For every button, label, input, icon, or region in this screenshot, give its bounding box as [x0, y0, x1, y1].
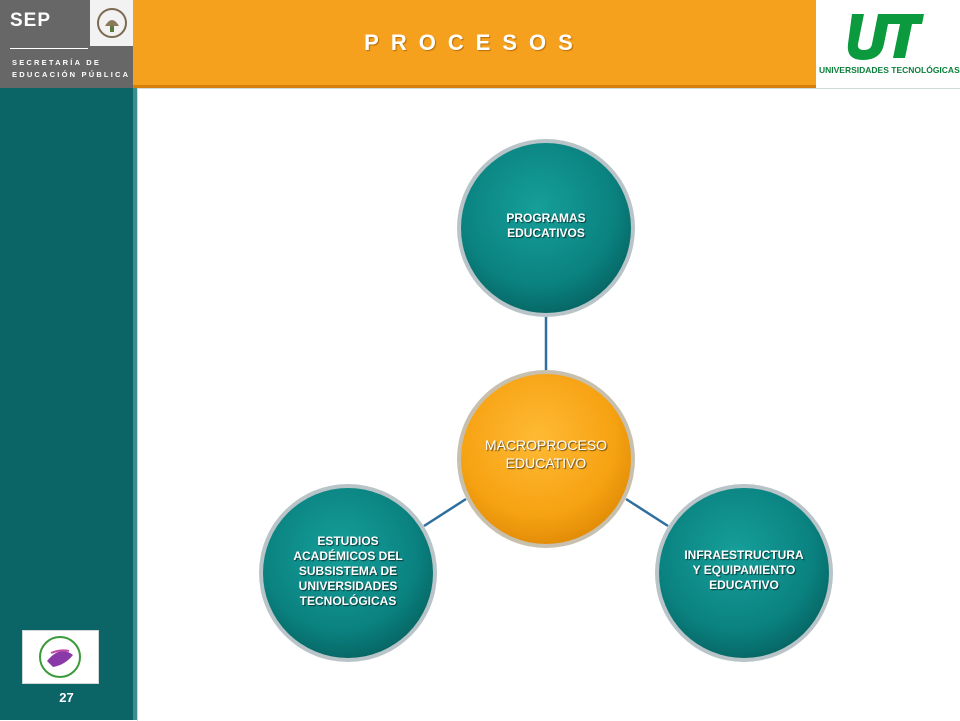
right-node-label-line2: Y EQUIPAMIENTO	[692, 563, 796, 577]
page-number: 27	[59, 690, 74, 705]
content-area: PROGRAMAS EDUCATIVOS MACROPROCESO EDUCAT…	[137, 88, 960, 721]
left-node-label-line5: TECNOLÓGICAS	[299, 594, 397, 608]
mexican-coat-of-arms-icon	[90, 0, 133, 46]
sep-subtitle-line1: SECRETARÍA DE	[12, 58, 102, 67]
right-node	[659, 488, 829, 658]
process-diagram	[259, 139, 833, 662]
top-node	[461, 143, 631, 313]
top-node-label-line1: PROGRAMAS	[506, 211, 586, 225]
right-node-label: INFRAESTRUCTURA Y EQUIPAMIENTO EDUCATIVO	[664, 548, 824, 593]
connector-right	[625, 497, 669, 528]
ut-caption: UNIVERSIDADES TECNOLÓGICAS	[819, 65, 960, 75]
sidebar	[0, 88, 133, 720]
institution-badge-icon	[22, 630, 99, 684]
page-title: PROCESOS	[364, 30, 585, 55]
center-node-label: MACROPROCESO EDUCATIVO	[456, 437, 636, 472]
sep-subtitle-line2: EDUCACIÓN PÚBLICA	[12, 70, 131, 79]
left-node-label-line1: ESTUDIOS	[317, 534, 379, 548]
center-node	[461, 374, 631, 544]
right-node-label-line1: INFRAESTRUCTURA	[684, 548, 804, 562]
top-node-label-line2: EDUCATIVOS	[507, 226, 585, 240]
top-node-label: PROGRAMAS EDUCATIVOS	[466, 211, 626, 241]
title-bar: PROCESOS	[133, 0, 816, 88]
sidebar-divider	[133, 88, 137, 720]
right-node-label-line3: EDUCATIVO	[709, 578, 779, 592]
left-node-label-line4: UNIVERSIDADES	[298, 579, 398, 593]
center-node-label-line2: EDUCATIVO	[505, 454, 587, 471]
connector-left	[423, 497, 467, 528]
center-node-label-line1: MACROPROCESO	[484, 437, 608, 453]
left-node-label: ESTUDIOS ACADÉMICOS DEL SUBSISTEMA DE UN…	[268, 534, 428, 609]
sep-divider	[10, 48, 88, 49]
ut-logo-icon	[847, 14, 924, 60]
left-node-label-line3: SUBSISTEMA DE	[298, 564, 398, 578]
left-node	[263, 488, 433, 658]
left-node-label-line2: ACADÉMICOS DEL	[293, 549, 403, 563]
ut-logo-block: UNIVERSIDADES TECNOLÓGICAS	[816, 0, 960, 88]
sep-logo-block: SEP SECRETARÍA DE EDUCACIÓN PÚBLICA	[0, 0, 133, 88]
sep-logo-text: SEP	[10, 10, 52, 31]
